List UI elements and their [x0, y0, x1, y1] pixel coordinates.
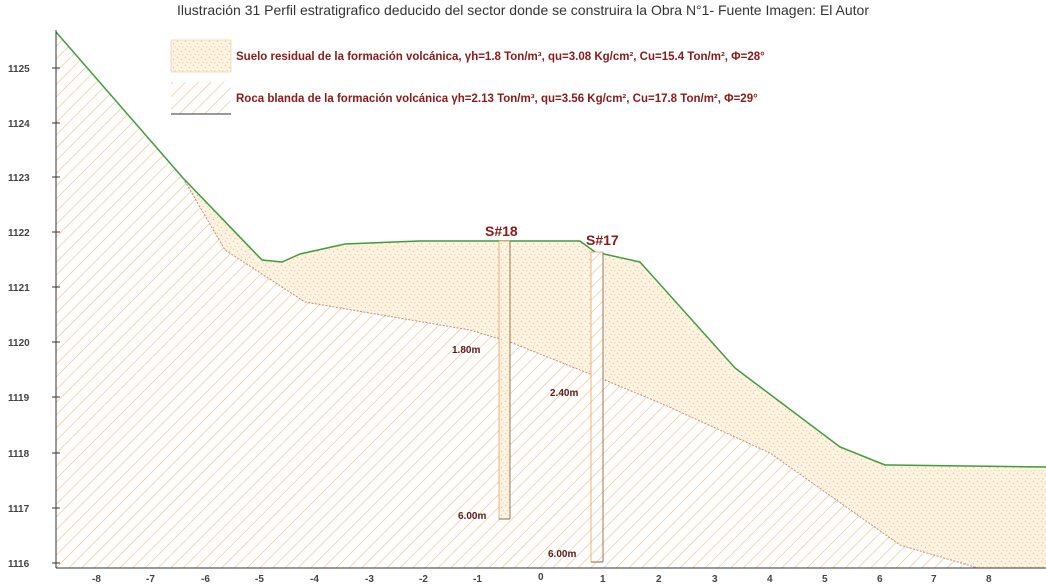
borehole-s17-label: S#17 — [586, 232, 619, 248]
borehole-s18-shaft — [498, 240, 511, 520]
y-tick-label: 1125 — [8, 64, 30, 75]
borehole-s18: S#18 1.80m 6.00m — [452, 223, 518, 522]
x-tick-label: 2 — [656, 574, 662, 585]
x-tick-label: 3 — [712, 574, 718, 585]
x-tick-label: -7 — [146, 574, 155, 585]
x-tick-label: 4 — [767, 574, 773, 585]
y-tick-label: 1119 — [8, 393, 30, 404]
x-tick-label: 6 — [877, 574, 883, 585]
y-axis-ticks — [52, 67, 60, 564]
legend-swatch-rock — [171, 82, 231, 114]
soil-rock-contact — [182, 177, 979, 569]
y-tick-label: 1122 — [8, 228, 30, 239]
x-tick-label: -6 — [201, 574, 210, 585]
borehole-s18-label: S#18 — [485, 223, 518, 239]
borehole-s17-contact-depth: 2.40m — [550, 388, 578, 399]
legend-swatch-soil — [170, 39, 232, 73]
y-tick-label: 1123 — [8, 173, 30, 184]
x-axis-labels: -8 -7 -6 -5 -4 -3 -2 -1 0 1 2 3 4 5 6 7 … — [92, 572, 992, 585]
borehole-s17: S#17 2.40m 6.00m — [548, 232, 619, 563]
x-tick-label: -4 — [310, 574, 319, 585]
x-tick-label: -8 — [92, 574, 101, 585]
x-tick-label: 0 — [538, 572, 544, 583]
rock-layer — [56, 32, 978, 568]
x-tick-label: -5 — [255, 574, 264, 585]
x-tick-label: 7 — [931, 574, 937, 585]
borehole-s17-total-depth: 6.00m — [548, 549, 576, 560]
legend: Suelo residual de la formación volcánica… — [170, 39, 765, 115]
borehole-s18-contact-depth: 1.80m — [452, 345, 480, 356]
x-tick-label: 1 — [600, 574, 606, 585]
figure-caption: Ilustración 31 Perfil estratigrafico ded… — [177, 2, 869, 18]
x-tick-label: 5 — [822, 574, 828, 585]
borehole-s18-total-depth: 6.00m — [458, 511, 486, 522]
y-axis-labels: 1116 1117 1118 1119 1120 1121 1122 1123 … — [8, 64, 30, 570]
x-tick-label: -2 — [419, 574, 428, 585]
legend-label-rock: Roca blanda de la formación volcánica γh… — [236, 93, 758, 105]
y-tick-label: 1120 — [8, 338, 30, 349]
y-tick-label: 1121 — [8, 283, 30, 294]
y-tick-label: 1124 — [8, 119, 30, 130]
borehole-s17-shaft — [590, 251, 604, 563]
legend-label-soil: Suelo residual de la formación volcánica… — [236, 51, 765, 63]
y-tick-label: 1118 — [8, 449, 30, 460]
x-tick-label: -1 — [473, 574, 482, 585]
y-tick-label: 1116 — [8, 559, 30, 570]
soil-layer — [183, 178, 1046, 568]
x-tick-label: -3 — [365, 574, 374, 585]
x-tick-label: 8 — [986, 574, 992, 585]
y-tick-label: 1117 — [8, 504, 30, 515]
